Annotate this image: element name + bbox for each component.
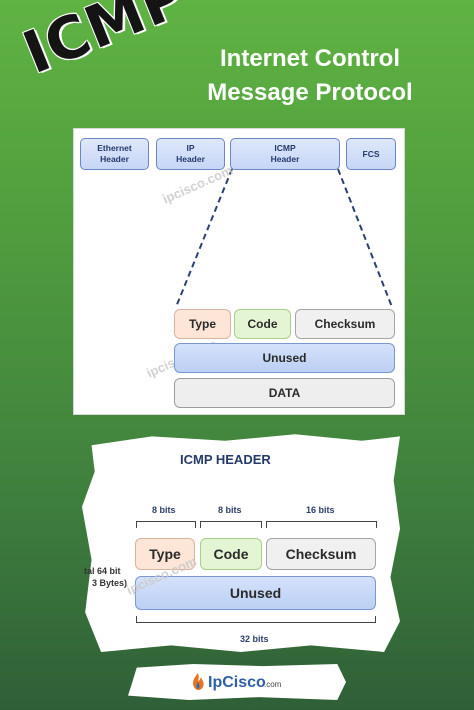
icmp-header-box: ICMP Header — [230, 138, 340, 170]
title-line-2: Message Protocol — [207, 79, 413, 106]
code-field: Code — [234, 309, 291, 339]
fcs-header-box: FCS — [346, 138, 396, 170]
expansion-lines — [175, 168, 393, 308]
icmp-header-line1: ICMP — [274, 143, 296, 153]
title-line-1: Internet Control — [220, 45, 400, 72]
side-label-line1: tal 64 bit — [84, 566, 121, 576]
checksum-field: Checksum — [295, 309, 395, 339]
header-type-field: Type — [135, 538, 195, 570]
type-field: Type — [174, 309, 231, 339]
icmp-logo-text: ICMP — [14, 0, 196, 88]
ethernet-header-box: Ethernet Header — [80, 138, 149, 170]
checksum-bits-bracket — [266, 521, 377, 528]
ip-header-line1: IP — [186, 143, 195, 153]
type-bits-bracket — [136, 521, 196, 528]
data-field: DATA — [174, 378, 395, 408]
ethernet-header-line2: Header — [100, 154, 129, 164]
icmp-header-line2: Header — [270, 154, 300, 164]
ip-header-box: IP Header — [156, 138, 225, 170]
brand-logo-bar — [128, 664, 346, 700]
side-label-line2: 3 Bytes) — [92, 578, 128, 588]
total-bits-bracket — [136, 616, 376, 623]
fcs-header-line1: FCS — [362, 148, 380, 159]
total-bits-label: 32 bits — [240, 634, 269, 644]
unused-field: Unused — [174, 343, 395, 373]
icmp-header-title: ICMP HEADER — [180, 452, 271, 467]
header-code-field: Code — [200, 538, 262, 570]
header-checksum-field: Checksum — [266, 538, 376, 570]
ip-header-line2: Header — [176, 154, 205, 164]
ethernet-header-line1: Ethernet — [97, 143, 132, 153]
code-bits-bracket — [200, 521, 262, 528]
type-bits-label: 8 bits — [152, 505, 176, 515]
code-bits-label: 8 bits — [218, 505, 242, 515]
header-unused-field: Unused — [135, 576, 376, 610]
page-title: Internet Control Message Protocol — [180, 42, 440, 110]
brand-suffix: .com — [264, 680, 282, 689]
brand-name: IpCisco — [208, 674, 266, 691]
frame-diagram-panel: Ethernet Header IP Header ICMP Header FC… — [73, 128, 405, 415]
flame-icon — [193, 673, 204, 690]
checksum-bits-label: 16 bits — [306, 505, 335, 515]
